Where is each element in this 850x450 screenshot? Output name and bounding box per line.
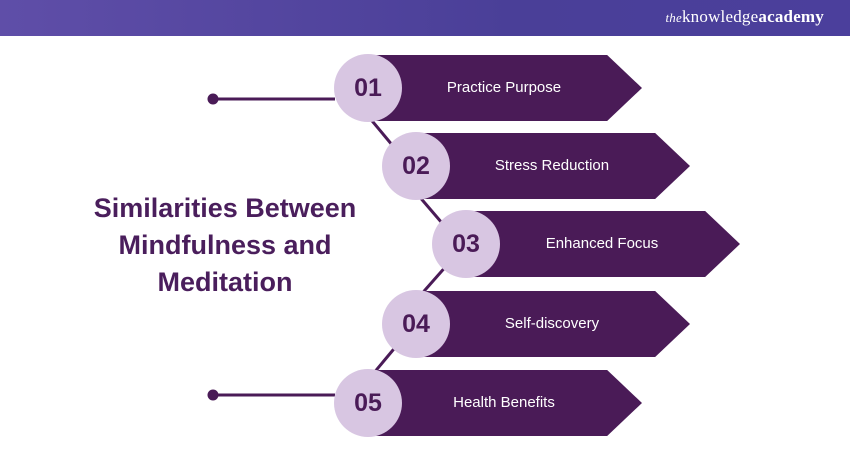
page-title: Similarities Between Mindfulness and Med… [60, 190, 390, 301]
step-arrow-shape [422, 133, 690, 199]
step-arrow-shape [374, 370, 642, 436]
step-label: Health Benefits [453, 394, 555, 411]
brand-academy: academy [758, 7, 824, 26]
connector-dot-bottom [207, 389, 219, 401]
step-arrow-shape [374, 55, 642, 121]
step-number-badge: 01 [334, 54, 402, 122]
step-label: Enhanced Focus [545, 235, 659, 252]
brand-knowledge: knowledge [681, 7, 759, 26]
title-line-2: Mindfulness and [118, 230, 332, 260]
brand-logo: theknowledgeacademy [666, 7, 825, 27]
step-number-badge: 04 [382, 290, 450, 358]
step-label: Practice Purpose [446, 79, 562, 96]
step-number-badge: 05 [334, 369, 402, 437]
step-arrow-shape [472, 211, 740, 277]
step-label: Stress Reduction [494, 157, 610, 174]
brand-prefix: the [665, 10, 682, 25]
connector-dot-top [207, 93, 219, 105]
step-arrow-shape [422, 291, 690, 357]
step-number-badge: 03 [432, 210, 500, 278]
title-line-1: Similarities Between [93, 193, 357, 223]
step-label: Self-discovery [504, 315, 600, 332]
top-banner: theknowledgeacademy [0, 0, 850, 36]
step-number-badge: 02 [382, 132, 450, 200]
title-line-3: Meditation [157, 267, 293, 297]
